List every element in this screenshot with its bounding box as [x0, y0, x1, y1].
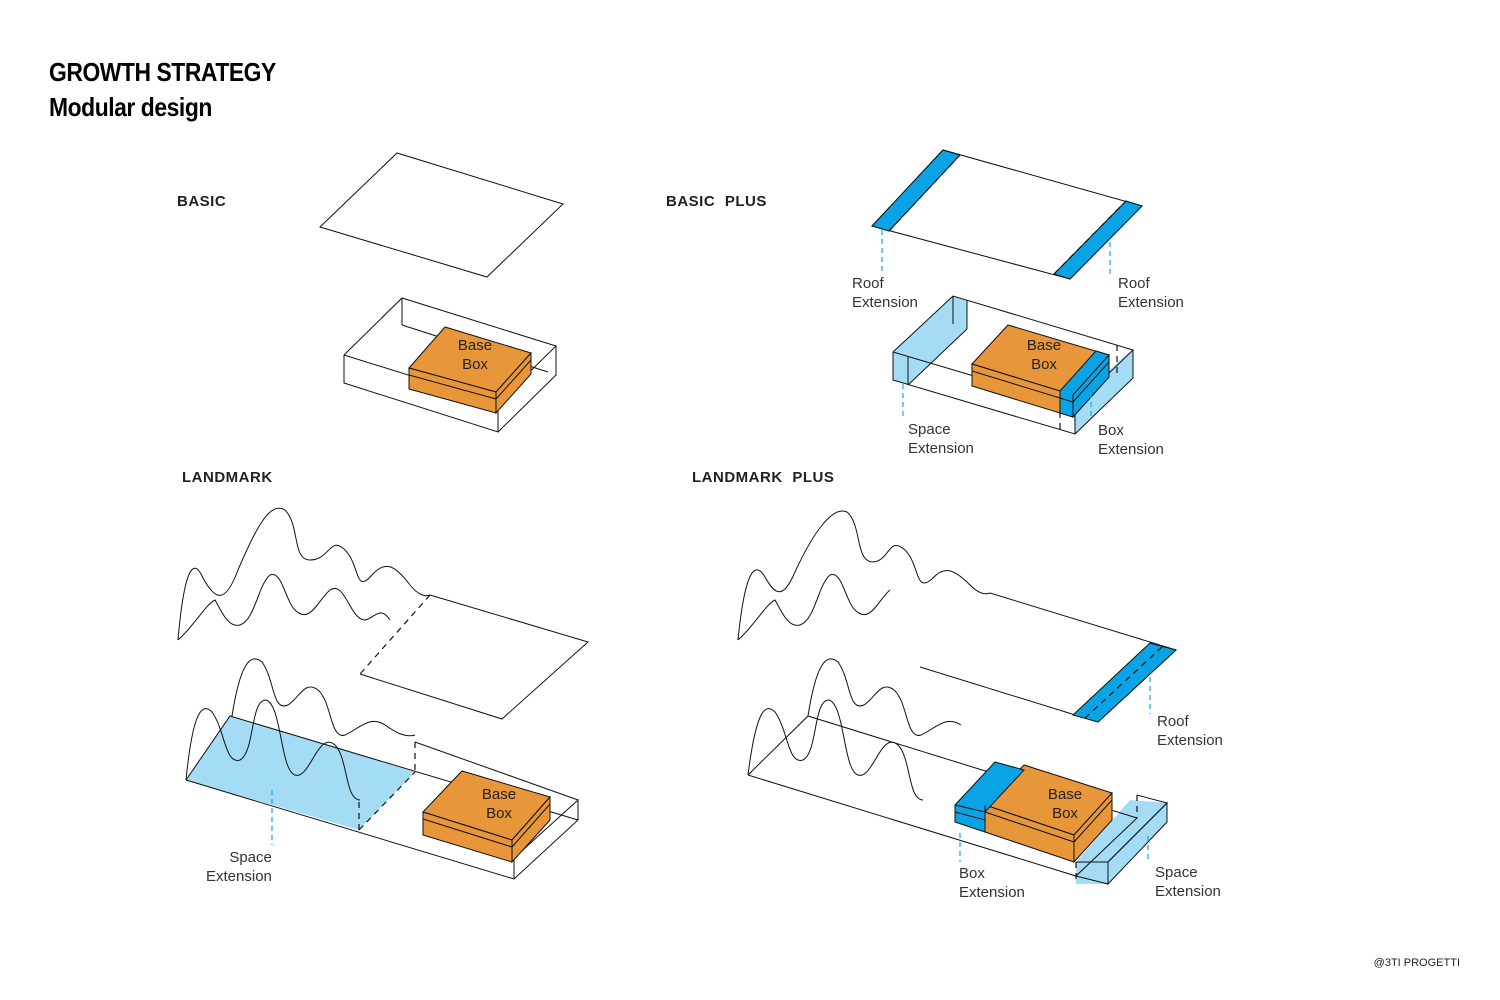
- space-extension-callout-landmark: Space Extension: [206, 849, 272, 885]
- space-extension-callout-basic-plus: Space Extension: [908, 421, 974, 457]
- space-extension-callout-landmark-plus: Space Extension: [1155, 864, 1221, 900]
- landmark-plus-space-volume: [747, 658, 1168, 886]
- roof-extension-right: [1053, 200, 1143, 280]
- box-extension-callout-basic-plus: Box Extension: [1098, 422, 1164, 458]
- landmark-roof-wave: [177, 507, 431, 641]
- credit-text: @3TI PROGETTI: [1373, 957, 1460, 969]
- basic-base-box: [408, 326, 532, 415]
- basic-roof: [319, 152, 564, 278]
- box-extension-callout-landmark-plus: Box Extension: [959, 865, 1025, 901]
- basic-plus-base-box: [971, 324, 1110, 419]
- base-box-label-landmark: Base Box: [481, 786, 517, 822]
- roof-extension-landmark-plus: [1072, 642, 1178, 723]
- panel-label-basic: BASIC: [177, 193, 227, 210]
- panel-label-landmark-plus: LANDMARK PLUS: [692, 469, 835, 486]
- basic-plus-module: [871, 149, 1143, 435]
- landmark-base-box: [422, 770, 551, 864]
- basic-plus-roof: [871, 149, 1143, 280]
- base-box-label-basic-plus: Base Box: [1026, 337, 1062, 373]
- space-extension-right: [1073, 350, 1133, 434]
- roof-extension-callout-left: Roof Extension: [852, 275, 918, 311]
- landmark-plus-base-box: [954, 761, 1113, 864]
- page-title: GROWTH STRATEGY: [49, 57, 276, 87]
- roof-extension-left: [871, 149, 961, 232]
- landmark-module: [177, 507, 589, 880]
- basic-plus-space-volume: [892, 295, 1134, 435]
- landmark-space-volume: [185, 658, 579, 880]
- basic-module: [319, 152, 564, 433]
- page-subtitle: Modular design: [49, 92, 212, 122]
- landmark-plus-roof-wave: [737, 510, 991, 641]
- space-extension-landmark: [186, 716, 415, 830]
- panel-label-basic-plus: BASIC PLUS: [666, 193, 767, 210]
- space-extension-landmark-plus: [1076, 800, 1167, 884]
- box-extension-basic-plus: [1059, 350, 1110, 418]
- roof-extension-callout-right: Roof Extension: [1118, 275, 1184, 311]
- landmark-plus-module: [737, 510, 1178, 886]
- base-box-label-landmark-plus: Base Box: [1047, 786, 1083, 822]
- base-box-label-basic: Base Box: [457, 337, 493, 373]
- roof-extension-callout-landmark-plus: Roof Extension: [1157, 713, 1223, 749]
- panel-label-landmark: LANDMARK: [182, 469, 273, 486]
- space-extension-left: [893, 296, 967, 357]
